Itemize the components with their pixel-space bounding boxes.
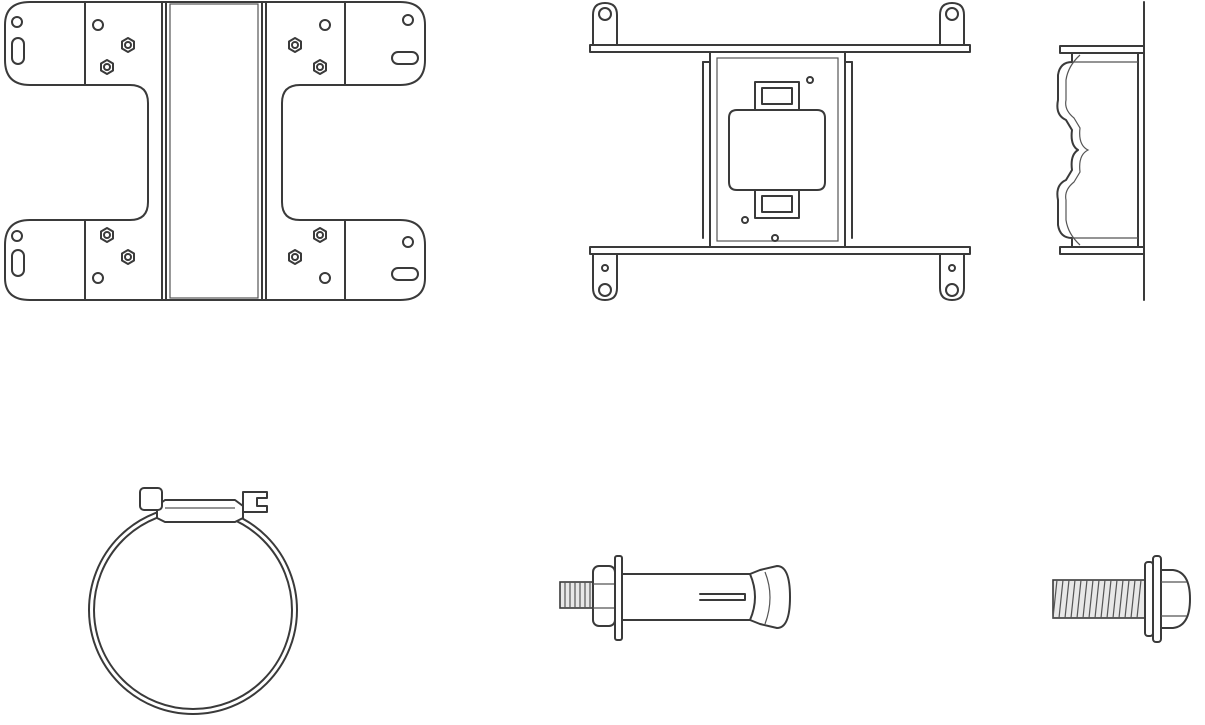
hose-clamp [85, 478, 305, 723]
hose-clamp-icon [85, 478, 305, 723]
bracket-side-icon [1050, 0, 1150, 305]
pole-bracket-side [1050, 0, 1150, 305]
mounting-plate-icon [0, 0, 430, 305]
anchor-bolt-icon [555, 552, 805, 647]
mounting-plate-front [0, 0, 430, 305]
screw-with-washer [1045, 552, 1195, 647]
screw-icon [1045, 552, 1195, 647]
pole-bracket-front [585, 0, 975, 305]
pole-bracket-icon [585, 0, 975, 305]
expansion-anchor-bolt [555, 552, 805, 647]
